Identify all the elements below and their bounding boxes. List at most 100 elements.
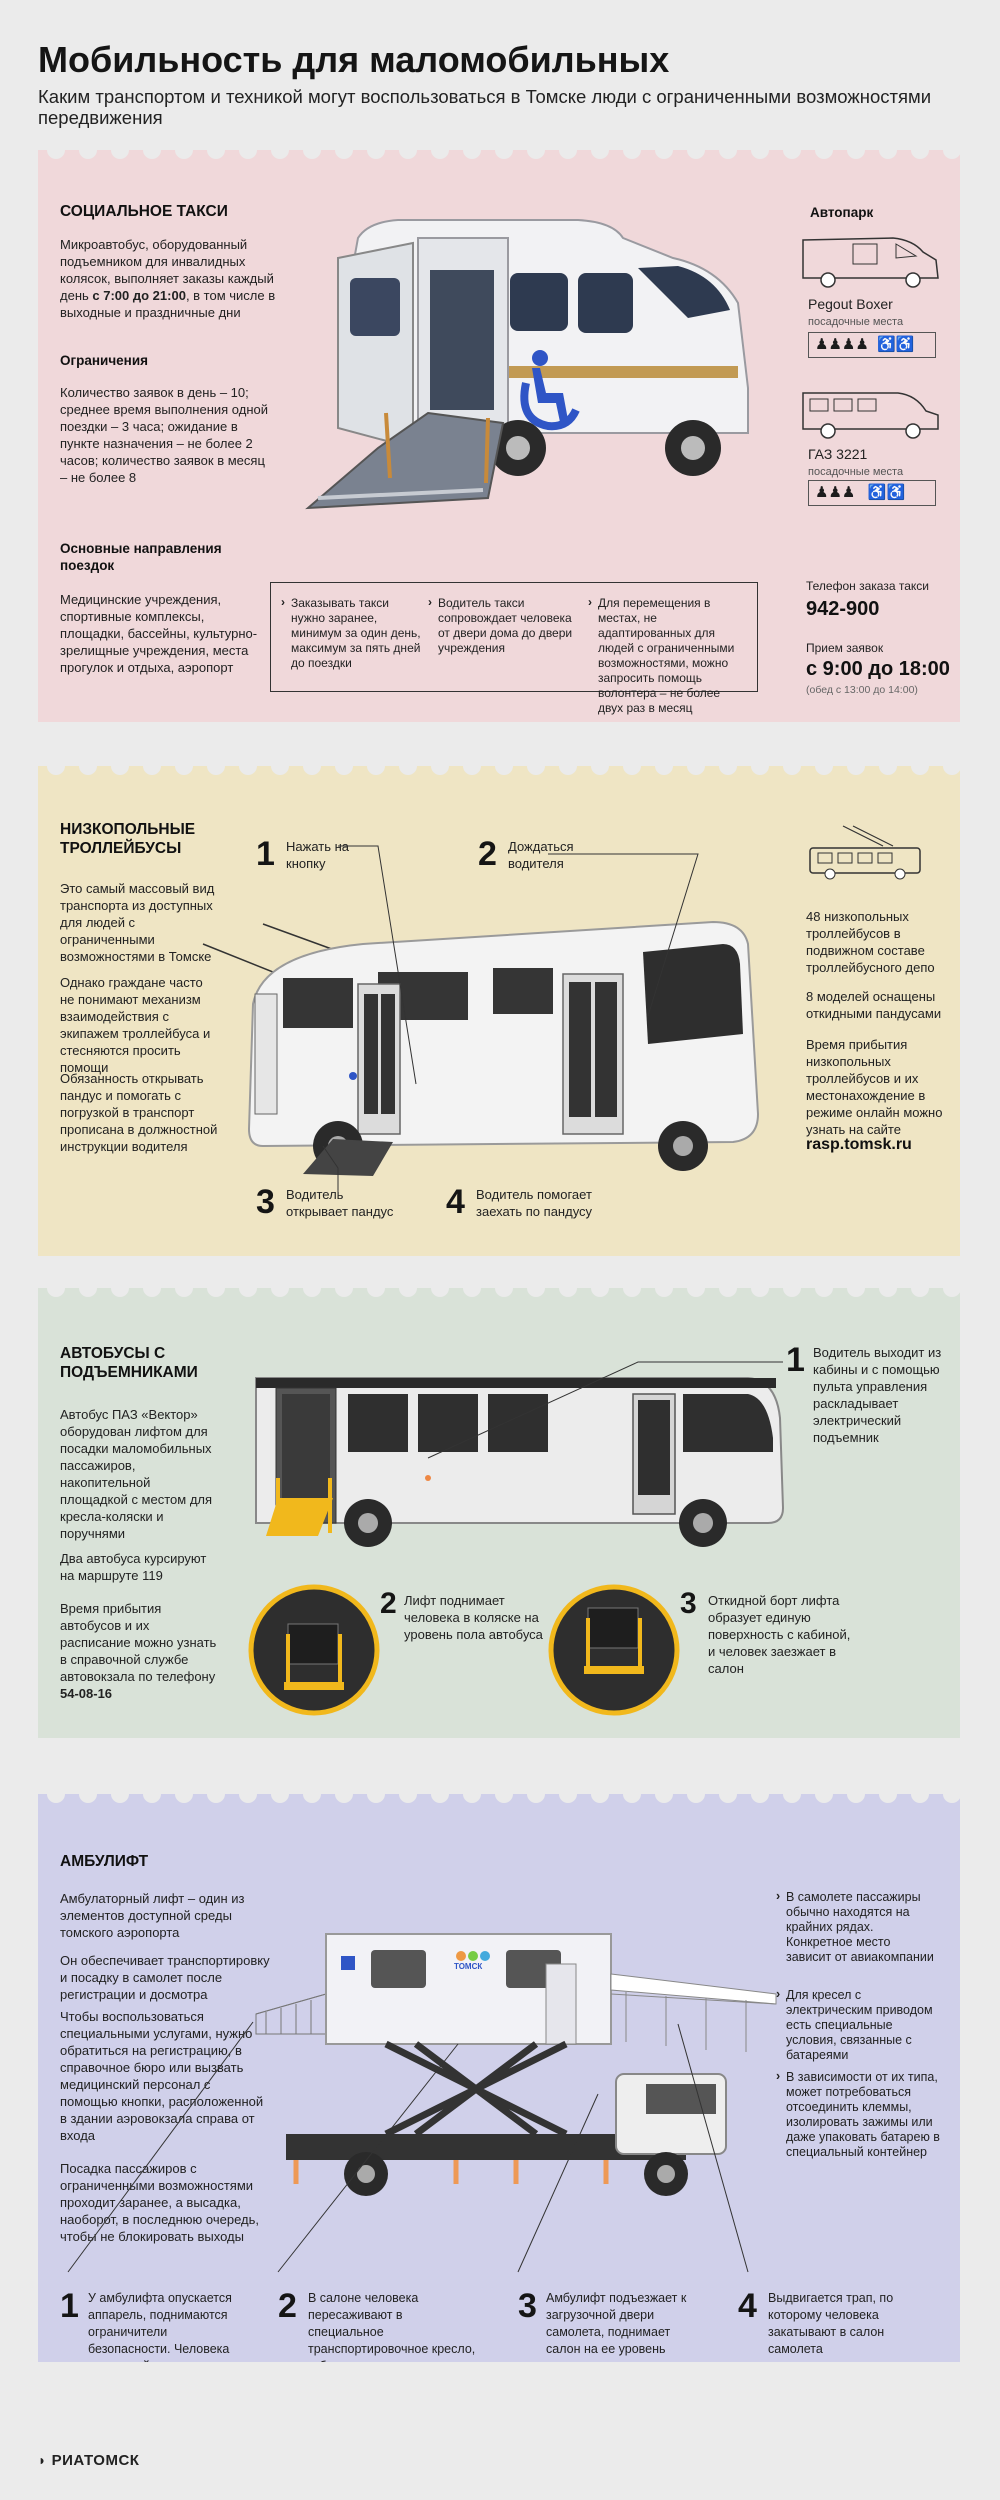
paper-notch (687, 150, 705, 159)
step-number: 1 (60, 2287, 79, 2325)
paper-notch (943, 1288, 960, 1297)
paper-notch (623, 150, 641, 159)
paper-notch (911, 1288, 929, 1297)
ambulift-section: АМБУЛИФТ Амбулаторный лифт – один из эле… (38, 1794, 960, 2362)
vehicle2-name: ГАЗ 3221 (808, 446, 868, 462)
ambulift-p1: Амбулаторный лифт – один из элементов до… (60, 1891, 245, 1940)
taxi-hours: с 7:00 до 21:00 (92, 288, 186, 303)
step-text: Нажать на кнопку (286, 839, 350, 871)
gaz-van-icon (802, 392, 939, 439)
step-text: Водитель помогает заехать по пандусу (476, 1187, 593, 1219)
paper-notch (879, 1794, 897, 1803)
paper-notch (47, 150, 65, 159)
paper-notch (527, 766, 545, 775)
paper-notch (559, 1794, 577, 1803)
paper-notch (783, 1794, 801, 1803)
step-number: 4 (738, 2287, 757, 2325)
paper-edge (47, 150, 960, 159)
paper-notch (623, 1794, 641, 1803)
paper-notch (463, 766, 481, 775)
paper-notch (271, 1288, 289, 1297)
paper-notch (751, 150, 769, 159)
paper-notch (271, 1794, 289, 1803)
paper-notch (271, 766, 289, 775)
fleet-title: Автопарк (810, 205, 874, 220)
ambulift-title: АМБУЛИФТ (60, 1853, 149, 1870)
paper-notch (207, 150, 225, 159)
person-icon: ♟♟♟ (815, 484, 856, 501)
paper-notch (367, 1794, 385, 1803)
ambulift-note: Для кресел с электрическим приводом есть… (776, 1987, 936, 2063)
step-number: 3 (680, 1587, 697, 1620)
step-text: Дождаться водителя (508, 839, 574, 871)
paper-notch (943, 150, 960, 159)
paper-notch (655, 1288, 673, 1297)
paper-notch (399, 1288, 417, 1297)
taxi-orders-label: Прием заявок (806, 641, 884, 655)
paper-notch (111, 766, 129, 775)
taxi-limits-title: Ограничения (60, 353, 149, 368)
paper-notch (175, 1288, 193, 1297)
taxi-limits-text: Количество заявок в день – 10; среднее в… (60, 385, 268, 485)
paper-notch (751, 1288, 769, 1297)
paper-notch (847, 150, 865, 159)
paper-notch (911, 766, 929, 775)
bus-title: АВТОБУСЫ С ПОДЪЕМНИКАМИ (60, 1345, 198, 1381)
paper-notch (815, 1794, 833, 1803)
paper-notch (847, 1288, 865, 1297)
paper-notch (911, 1794, 929, 1803)
paper-notch (271, 150, 289, 159)
tomsk-logo: ТОМСК (454, 1962, 483, 1971)
paper-notch (399, 766, 417, 775)
paper-notch (655, 150, 673, 159)
paper-notch (463, 1794, 481, 1803)
trolleybus-p1: Это самый массовый вид транспорта из дос… (60, 881, 215, 964)
taxi-phone: 942-900 (806, 598, 880, 620)
vehicle2-seats-label: посадочные места (808, 466, 904, 478)
trolleybus-p2: Однако граждане часто не понимают механи… (60, 975, 211, 1075)
minibus-illustration (305, 219, 749, 510)
callout-lines (67, 2021, 749, 2273)
paper-notch (367, 766, 385, 775)
taxi-orders-time: с 9:00 до 18:00 (806, 658, 950, 680)
vehicle1-seats-label: посадочные места (808, 316, 904, 328)
taxi-destinations-text: Медицинские учреждения, спортивные компл… (60, 592, 258, 675)
paper-notch (79, 1288, 97, 1297)
wheelchair-icon: ♿♿ (877, 336, 915, 353)
taxi-orders-break: (обед с 13:00 до 14:00) (806, 684, 918, 696)
bus-p2: Два автобуса курсируют на маршруте 119 (60, 1551, 207, 1583)
paper-notch (687, 766, 705, 775)
paper-notch (559, 1288, 577, 1297)
paper-notch (175, 150, 193, 159)
ria-logo-icon: ◗ (38, 2452, 47, 2468)
paper-notch (815, 150, 833, 159)
ambulift-illustration (255, 1933, 777, 2196)
bus-illustration (255, 1377, 785, 1547)
step-text: Водитель открывает пандус (286, 1187, 394, 1219)
trolleybus-site-link[interactable]: rasp.tomsk.ru (806, 1136, 912, 1153)
callout-lines (322, 845, 699, 1196)
paper-notch (655, 1794, 673, 1803)
paper-notch (303, 1794, 321, 1803)
step-number: 3 (256, 1183, 275, 1221)
paper-notch (815, 766, 833, 775)
page-title: Мобильность для маломобильных (38, 39, 670, 80)
paper-notch (463, 1288, 481, 1297)
paper-notch (751, 1794, 769, 1803)
vehicle1-name: Pegout Boxer (808, 296, 893, 312)
paper-notch (367, 150, 385, 159)
taxi-note: Заказывать такси нужно заранее, минимум … (281, 595, 423, 671)
paper-notch (143, 150, 161, 159)
paper-notch (175, 766, 193, 775)
paper-notch (847, 766, 865, 775)
paper-notch (143, 1794, 161, 1803)
paper-notch (495, 766, 513, 775)
paper-notch (591, 150, 609, 159)
paper-notch (79, 766, 97, 775)
paper-notch (495, 150, 513, 159)
paper-notch (143, 766, 161, 775)
trolleybus-icon (809, 825, 921, 880)
paper-notch (431, 150, 449, 159)
paper-notch (303, 150, 321, 159)
paper-notch (239, 766, 257, 775)
